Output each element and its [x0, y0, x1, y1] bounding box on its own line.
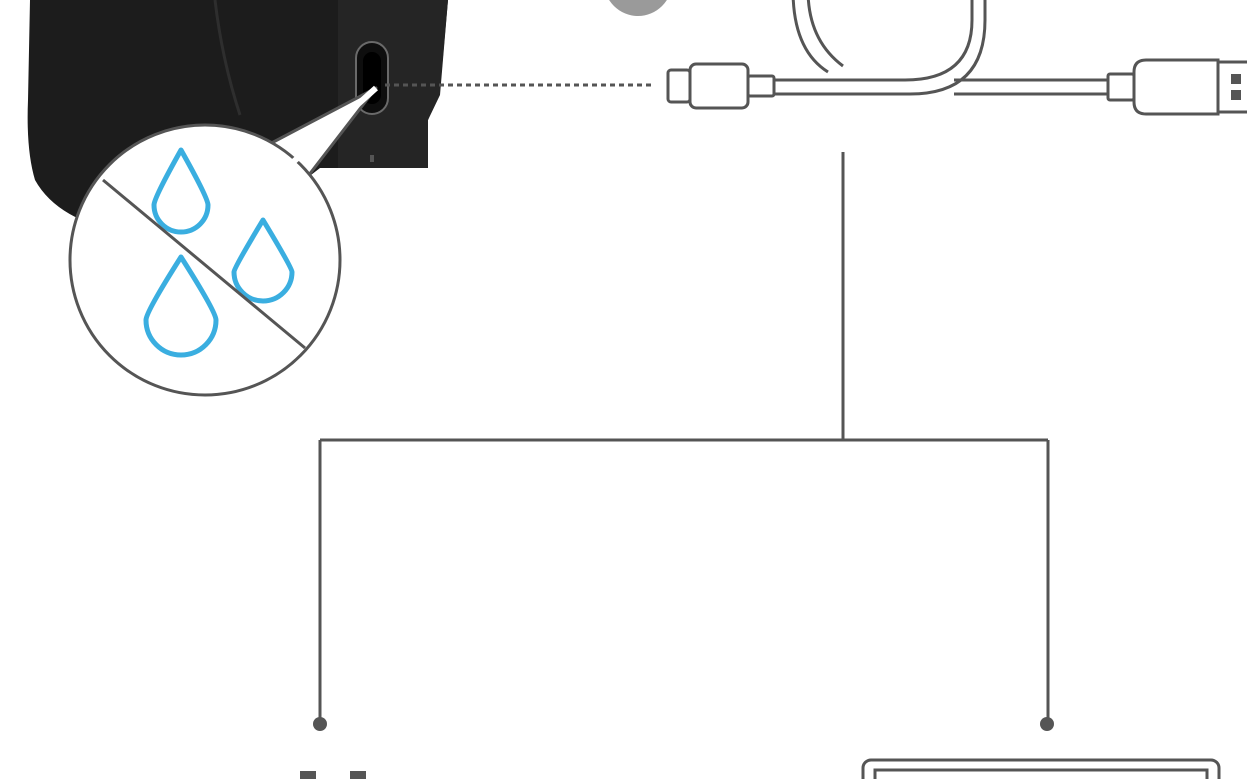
- left-branch-endpoint: [313, 717, 327, 731]
- right-branch-endpoint: [1040, 717, 1054, 731]
- cable-main-run: [774, 0, 972, 80]
- charger-device-partial: [300, 771, 366, 779]
- usb-cable: [668, 0, 1247, 114]
- indicator-dot: [370, 155, 374, 162]
- step-number-circle: [604, 0, 672, 16]
- callout-circle: [70, 125, 340, 395]
- usb-c-plug-icon: [668, 64, 774, 108]
- connection-tree: [313, 152, 1054, 731]
- laptop-device-partial: [863, 760, 1219, 779]
- cable-loop-inner: [808, 0, 843, 66]
- usb-a-plug-icon: [1108, 60, 1247, 114]
